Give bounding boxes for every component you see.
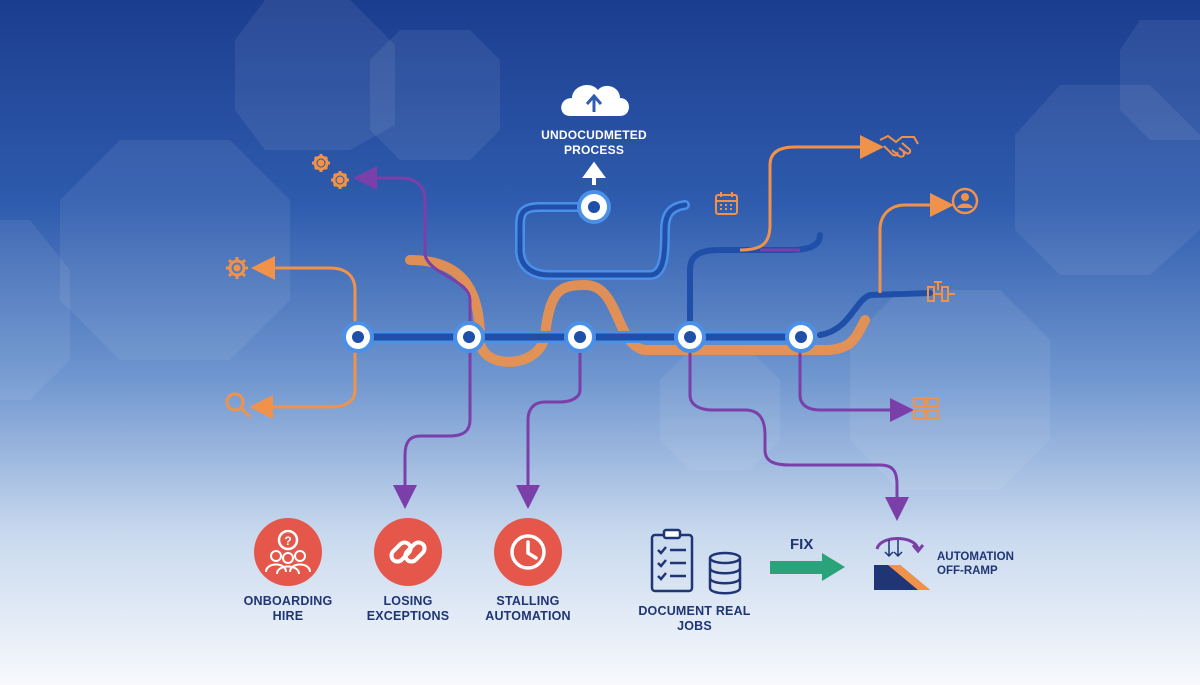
losing-exceptions-label: LOSING EXCEPTIONS — [366, 594, 450, 623]
orange-flow-ribbon — [405, 255, 870, 367]
onboarding-hire-label: ONBOARDING HIRE — [243, 594, 333, 623]
timeline-node — [453, 321, 485, 353]
handshake-icon — [879, 134, 919, 158]
timeline-node — [674, 321, 706, 353]
calendar-icon — [715, 192, 738, 215]
user-icon — [951, 187, 979, 215]
timeline-node — [577, 190, 611, 224]
broken-link-icon — [374, 518, 442, 586]
connector-gears — [353, 166, 472, 325]
gear-icon — [226, 257, 248, 279]
undocumented-process-label: UNDOCUDMETED PROCESS — [541, 128, 647, 157]
up-arrow-icon — [582, 161, 606, 185]
connector-user — [878, 193, 954, 293]
checklist-icon — [650, 528, 694, 593]
connector-gear — [251, 256, 357, 325]
background-hexagons — [0, 0, 1200, 490]
fix-arrow-icon — [770, 553, 845, 581]
timeline-node — [785, 321, 817, 353]
timeline-node — [564, 321, 596, 353]
off-ramp-icon — [874, 537, 930, 590]
cloud-upload-icon — [561, 84, 629, 116]
magnifier-icon — [225, 392, 252, 419]
database-icon — [708, 551, 742, 595]
connector-onboarding — [393, 350, 472, 509]
blue-branch-right — [687, 232, 823, 338]
timeline-node — [342, 321, 374, 353]
svg-text:?: ? — [284, 534, 291, 548]
people-question-icon: ? — [254, 518, 322, 586]
clock-icon — [494, 518, 562, 586]
stalling-automation-label: STALLING AUTOMATION — [485, 594, 571, 623]
connector-offramp — [688, 350, 909, 521]
connector-magnifier — [249, 350, 357, 419]
connector-cash — [798, 350, 914, 422]
connector-stalling — [516, 350, 582, 509]
document-real-jobs-label: DOCUMENT REAL JOBS — [638, 604, 751, 633]
automation-off-ramp-label: AUTOMATION OFF-RAMP — [937, 551, 1014, 577]
connector-handshake — [739, 135, 884, 252]
pipe-icon — [927, 281, 955, 302]
gears-icon — [312, 154, 349, 189]
cash-icon — [913, 397, 939, 419]
fix-label: FIX — [790, 536, 814, 553]
